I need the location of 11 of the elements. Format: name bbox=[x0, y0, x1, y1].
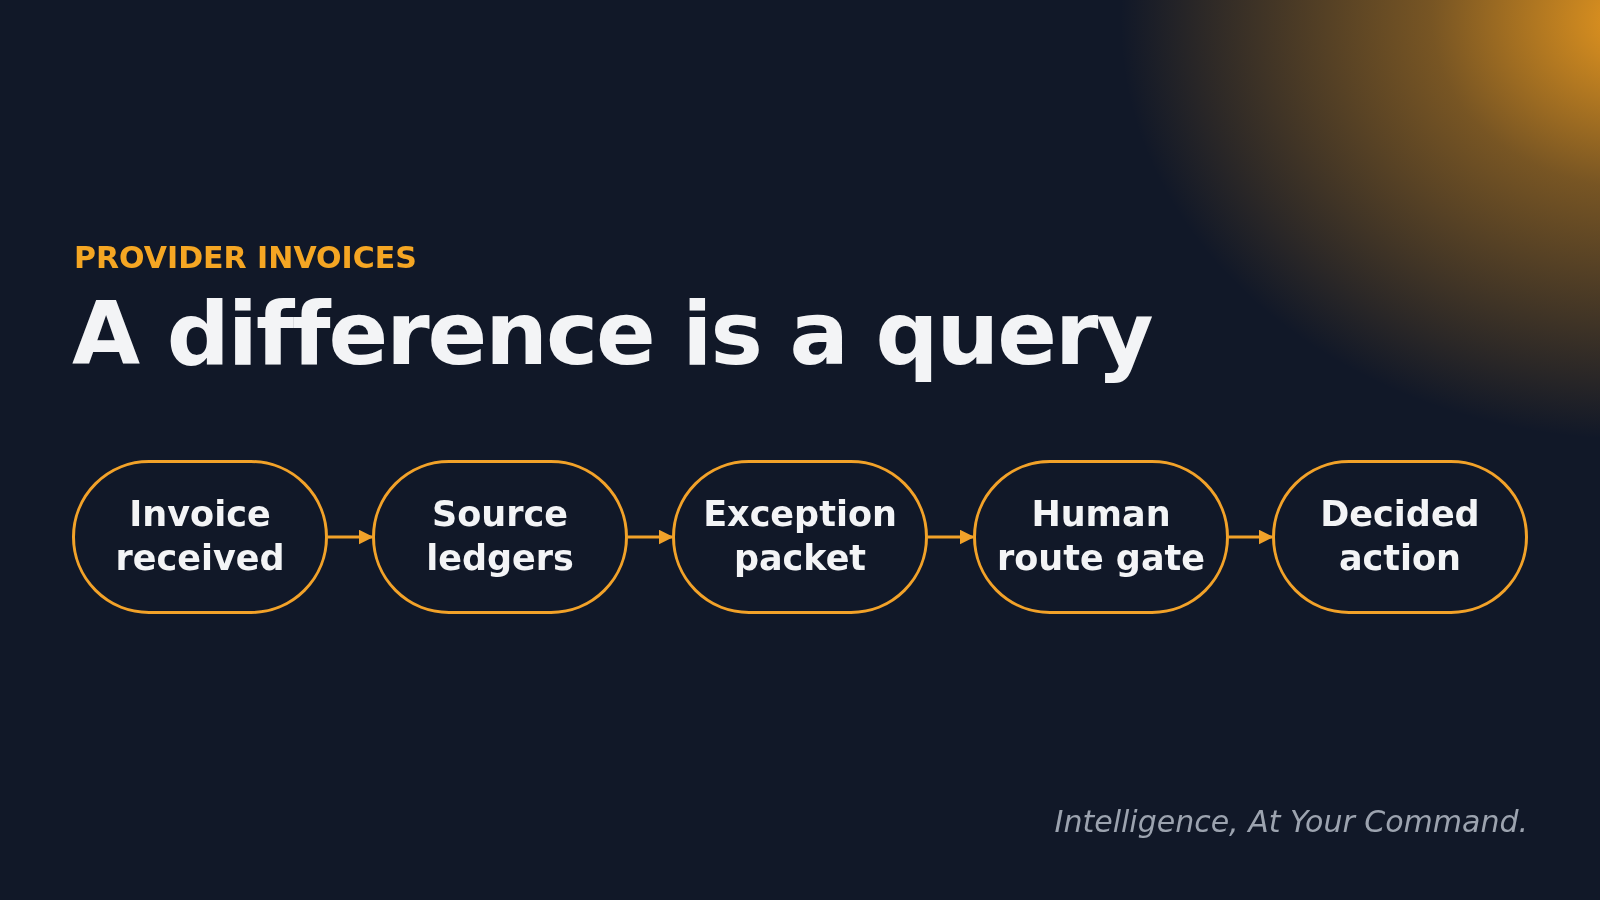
process-pill: Human route gate bbox=[973, 460, 1229, 614]
process-pill: Decided action bbox=[1272, 460, 1528, 614]
process-pill: Source ledgers bbox=[372, 460, 628, 614]
arrow bbox=[628, 529, 674, 545]
arrow bbox=[328, 529, 374, 545]
process-pill: Exception packet bbox=[672, 460, 928, 614]
section-kicker: PROVIDER INVOICES bbox=[74, 240, 417, 275]
process-pill: Invoice received bbox=[72, 460, 328, 614]
slide-title: A difference is a query bbox=[72, 282, 1152, 385]
arrow bbox=[928, 529, 975, 545]
tagline: Intelligence, At Your Command. bbox=[1054, 804, 1528, 839]
